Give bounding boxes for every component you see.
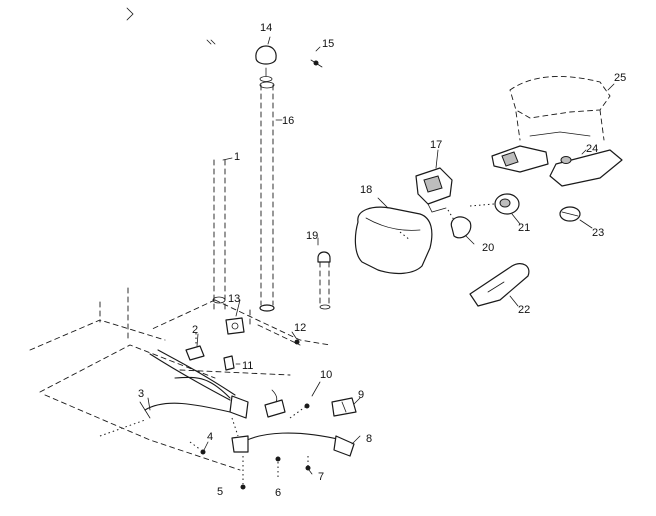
callout-labels: 1 2 3 4 5 6 7 8 9 10 11 12 13 14 15 16 1… [138, 22, 626, 499]
stray-mark-2 [206, 39, 216, 45]
callout-11: 11 [242, 360, 253, 372]
head-17 [415, 167, 453, 213]
screw-12 [294, 339, 300, 345]
clip-13 [225, 317, 245, 335]
callout-22: 22 [518, 304, 530, 316]
handle-22 [469, 263, 530, 307]
callout-4: 4 [207, 431, 213, 443]
stray-mark [126, 7, 134, 21]
knob-23 [559, 206, 581, 222]
screw-5 [240, 484, 246, 490]
callout-20: 20 [482, 242, 494, 254]
screw-4-leader [189, 441, 202, 451]
post-tube [259, 81, 275, 312]
base-frame [29, 287, 331, 471]
callout-12: 12 [294, 322, 306, 334]
callout-25: 25 [614, 72, 626, 84]
callout-5: 5 [217, 486, 223, 498]
tube-1 [212, 159, 226, 311]
leader-lines [147, 36, 615, 475]
callout-17: 17 [430, 139, 442, 151]
screw-15 [310, 59, 323, 68]
callout-13: 13 [228, 293, 240, 305]
callout-1: 1 [234, 151, 240, 163]
callout-21: 21 [518, 222, 530, 234]
clamp-9 [331, 397, 357, 417]
callout-10: 10 [320, 369, 332, 381]
housing-18 [354, 206, 433, 275]
callout-24: 24 [586, 143, 598, 155]
callout-19: 19 [306, 230, 318, 242]
lens-20 [447, 209, 472, 239]
bracket-2 [185, 333, 205, 361]
callout-18: 18 [360, 184, 372, 196]
screw-6 [275, 456, 281, 462]
support-rod-19 [317, 251, 331, 310]
callout-9: 9 [358, 389, 364, 401]
callout-14: 14 [260, 22, 272, 34]
callout-6: 6 [275, 487, 281, 499]
cable-assembly [99, 349, 249, 437]
screw-4 [200, 449, 206, 455]
callout-16: 16 [282, 115, 294, 127]
clip-11 [223, 355, 235, 371]
callout-15: 15 [322, 38, 334, 50]
screw-10 [289, 403, 310, 419]
callout-23: 23 [592, 227, 604, 239]
motor-21 [469, 193, 520, 215]
screw-7 [305, 465, 311, 471]
callout-2: 2 [192, 324, 198, 336]
callout-3: 3 [138, 388, 144, 400]
top-cap [255, 45, 277, 82]
callout-7: 7 [318, 471, 324, 483]
lower-cable [231, 417, 355, 457]
callout-8: 8 [366, 433, 372, 445]
arm-assembly-25 [491, 76, 623, 187]
connector-block [264, 389, 286, 418]
